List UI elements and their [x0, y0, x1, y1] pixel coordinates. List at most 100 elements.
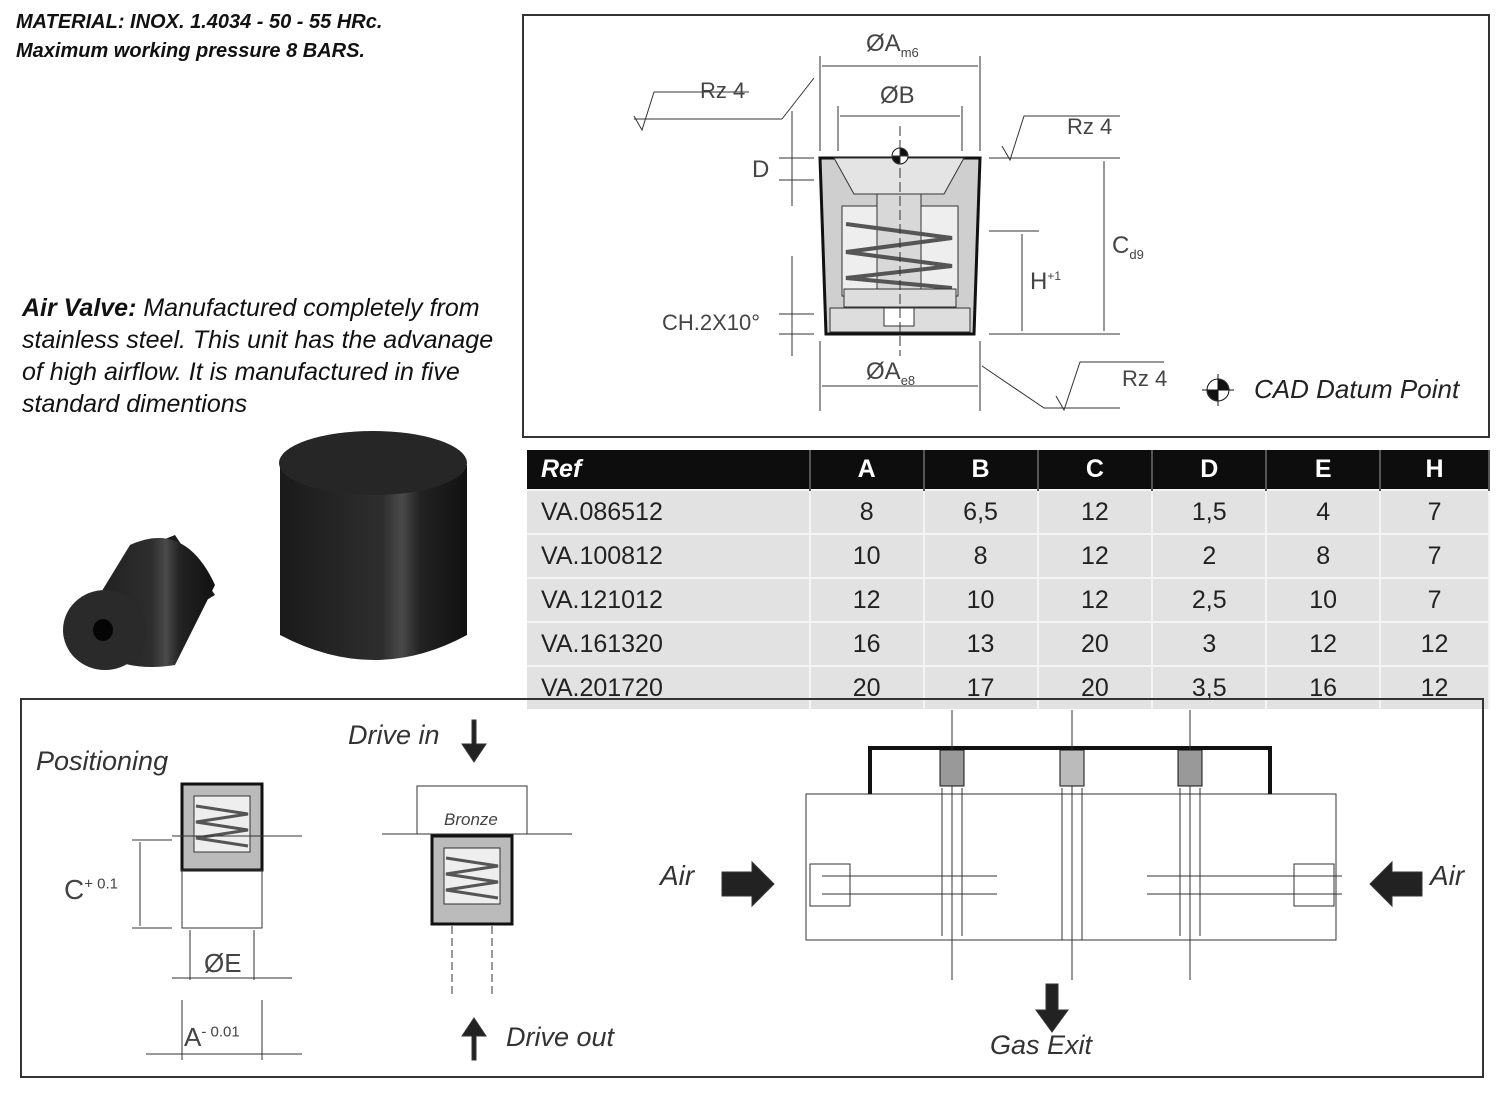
valve-section-drawing: [633, 56, 1234, 412]
arrow-down-icon: [461, 719, 487, 763]
cell-b: 6,5: [923, 489, 1039, 534]
cell-ref: VA.201720: [527, 665, 811, 709]
cell-ref: VA.100812: [527, 533, 811, 578]
cell-d: 2,5: [1152, 577, 1268, 622]
dim-d-label: D: [752, 156, 770, 183]
dim-c-tol: + 0.1: [84, 875, 119, 893]
dim-a-bottom-label: ØAe8: [866, 358, 915, 388]
dim-a-top: ØA: [866, 30, 901, 57]
cell-e: 10: [1266, 577, 1382, 622]
manifold-drawing: [721, 710, 1423, 1033]
cell-a: 8: [809, 489, 925, 534]
cell-b: 17: [923, 665, 1039, 709]
cell-h: 7: [1380, 577, 1490, 622]
roughness-3: Rz 4: [1122, 366, 1168, 391]
dim-a-top-tol: m6: [900, 44, 919, 60]
large-valve-photo: [279, 431, 467, 660]
dim-c: C: [64, 874, 85, 905]
dim-c-fit: C+ 0.1: [64, 874, 118, 906]
cell-a: 20: [809, 665, 925, 709]
col-header-b: B: [923, 450, 1039, 490]
gas-exit-arrow-icon: [1035, 983, 1069, 1033]
dim-h-tol: +1: [1047, 269, 1062, 283]
cell-b: 8: [923, 533, 1039, 578]
description-title: Air Valve:: [22, 294, 137, 322]
dim-a-fit: A- 0.01: [184, 1022, 240, 1053]
col-header-h: H: [1380, 450, 1490, 490]
table-header-row: Ref A B C D E H: [527, 450, 1490, 490]
dim-c-label: Cd9: [1112, 232, 1144, 262]
cell-e: 16: [1266, 665, 1382, 709]
arrow-up-icon: [461, 1017, 487, 1061]
cell-c: 12: [1037, 533, 1154, 578]
cell-a: 10: [809, 533, 925, 578]
description-body: Manufactured completely from stainless s…: [22, 294, 494, 418]
cell-d: 3: [1152, 621, 1268, 666]
bronze-label: Bronze: [444, 810, 498, 829]
dim-b-label: ØB: [880, 82, 915, 109]
cell-c: 12: [1037, 577, 1154, 622]
col-header-d: D: [1152, 450, 1268, 490]
dim-c-tol: d9: [1129, 246, 1144, 262]
cell-a: 16: [809, 621, 925, 666]
cad-datum-label: CAD Datum Point: [1254, 374, 1460, 404]
positioning-drawing: [132, 782, 302, 1060]
usage-drawings: [132, 710, 1423, 1061]
product-description: Air Valve: Manufactured completely from …: [22, 292, 512, 420]
dim-a-bottom-tol: e8: [900, 372, 916, 388]
product-photos: [63, 431, 467, 670]
cell-ref: VA.121012: [527, 577, 811, 622]
drive-out-label: Drive out: [506, 1022, 615, 1052]
cell-d: 1,5: [1152, 489, 1268, 534]
dim-a-bottom: ØA: [866, 358, 901, 385]
cell-ref: VA.086512: [527, 489, 811, 534]
dim-a: A: [184, 1022, 202, 1052]
chamfer-label: CH.2X10°: [662, 310, 761, 335]
dim-e-label: ØE: [204, 948, 242, 978]
cell-a: 12: [809, 577, 925, 622]
dim-a-tol: - 0.01: [201, 1023, 240, 1041]
cell-d: 3,5: [1152, 665, 1268, 709]
cell-c: 20: [1037, 665, 1154, 709]
gas-exit-label: Gas Exit: [990, 1030, 1093, 1060]
cell-h: 12: [1380, 665, 1490, 709]
cell-e: 12: [1266, 621, 1382, 666]
cell-b: 13: [923, 621, 1039, 666]
air-in-right-arrow-icon: [1369, 860, 1423, 908]
material-spec: MATERIAL: INOX. 1.4034 - 50 - 55 HRc.: [16, 11, 383, 33]
col-header-e: E: [1266, 450, 1382, 490]
drive-drawing: [382, 719, 572, 1061]
material-header: MATERIAL: INOX. 1.4034 - 50 - 55 HRc. Ma…: [16, 8, 382, 66]
dim-h-label: H+1: [1030, 268, 1061, 296]
cell-c: 20: [1037, 621, 1154, 666]
cell-d: 2: [1152, 533, 1268, 578]
col-header-ref: Ref: [527, 450, 811, 490]
col-header-a: A: [809, 450, 925, 490]
col-header-c: C: [1037, 450, 1154, 490]
air-right-label: Air: [1430, 860, 1465, 891]
cell-h: 12: [1380, 621, 1490, 666]
usage-panel: Positioning C+ 0.1 ØE A- 0.01 Drive in B…: [20, 698, 1484, 1078]
cell-h: 7: [1380, 533, 1490, 578]
technical-drawing-panel: ØAm6 ØB D CH.2X10° ØAe8 H+1 Cd9 Rz 4 Rz …: [522, 14, 1490, 438]
cell-c: 12: [1037, 489, 1154, 534]
small-valve-photo: [63, 535, 215, 670]
cell-e: 8: [1266, 533, 1382, 578]
dim-c: C: [1112, 232, 1130, 259]
dim-a-top-label: ØAm6: [866, 30, 919, 60]
air-in-left-arrow-icon: [721, 860, 775, 908]
roughness-2: Rz 4: [1067, 114, 1113, 139]
dim-h: H: [1030, 268, 1048, 295]
drive-in-label: Drive in: [348, 720, 440, 750]
cell-h: 7: [1380, 489, 1490, 534]
pressure-spec: Maximum working pressure 8 BARS.: [16, 40, 365, 62]
positioning-label: Positioning: [36, 746, 169, 776]
air-left-label: Air: [660, 860, 695, 891]
cell-e: 4: [1266, 489, 1382, 534]
roughness-1: Rz 4: [700, 78, 746, 103]
cell-b: 10: [923, 577, 1039, 622]
